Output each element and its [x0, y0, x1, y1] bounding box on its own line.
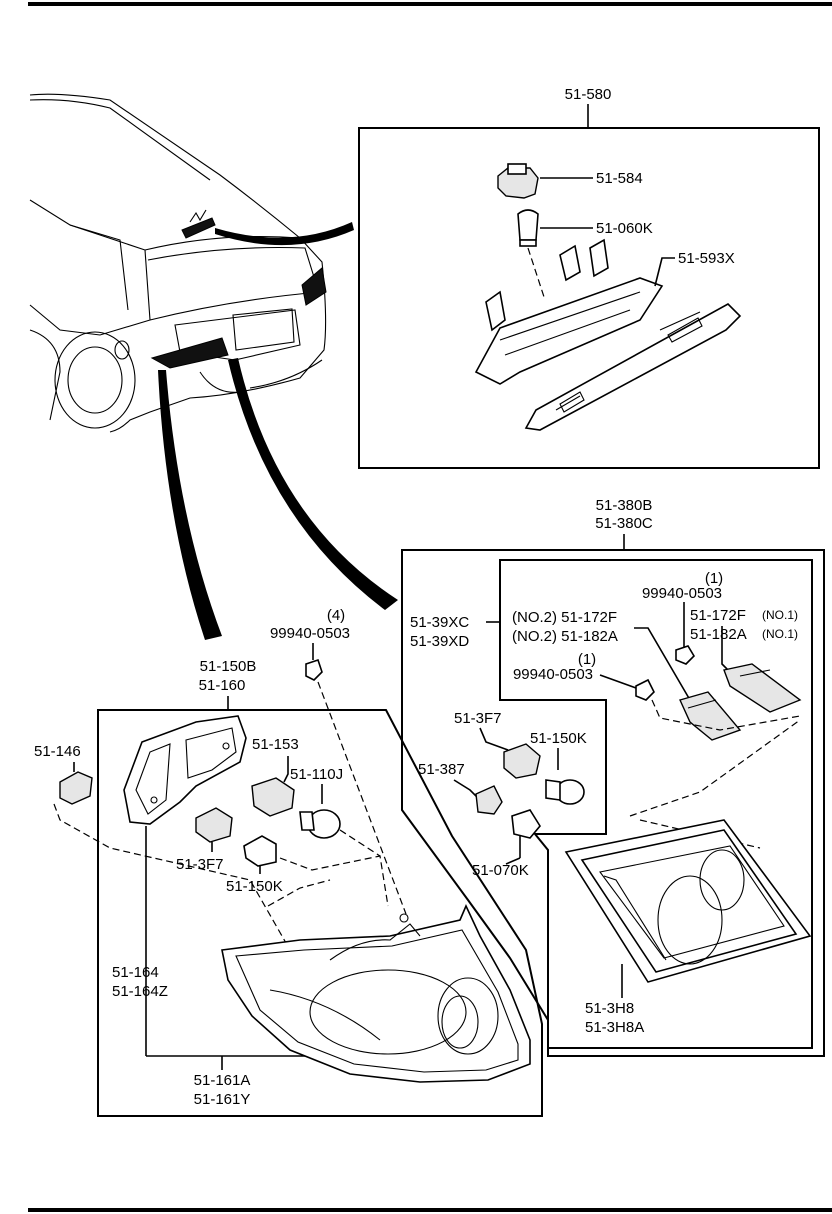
label-gasket-1: 51-150B [200, 658, 257, 675]
no2-bracket-part [679, 691, 742, 741]
label-no1-tag1: (NO.1) [762, 608, 798, 622]
mid-screw-part [635, 678, 655, 701]
label-no1-tag2: (NO.1) [762, 627, 798, 641]
car-illustration [29, 93, 327, 433]
label-no1-line2: 51-182A [690, 626, 747, 643]
pointer-brake-light [215, 222, 354, 246]
left-box: (4) 99940-0503 51-150B 51-160 51-146 51-… [34, 607, 543, 1117]
pointer-left-light [158, 370, 222, 640]
gasket-part [123, 715, 247, 825]
label-assy-2: 51-161Y [194, 1091, 251, 1108]
label-inner-box-1: 51-39XC [410, 614, 469, 631]
right-taillight-mark [301, 267, 327, 306]
label-brake-socket: 51-584 [596, 170, 643, 187]
top-box: 51-580 51-584 51-060K [358, 86, 820, 469]
label-right-socket2: 51-387 [418, 761, 465, 778]
left-socket-a-part [251, 777, 295, 817]
left-socket-b-part [195, 807, 233, 843]
top-box-title: 51-580 [565, 86, 612, 103]
right-box: 51-380B 51-380C 51-39XC 51-39XD (NO.2) 5… [401, 497, 825, 1057]
label-right-socket: 51-3F7 [454, 710, 502, 727]
label-no1-line1: 51-172F [690, 607, 746, 624]
right-socket-part [503, 743, 541, 779]
bottom-rule [28, 1208, 832, 1212]
label-right-bulb: 51-150K [530, 730, 587, 747]
label-mid-qty: (1) [578, 651, 596, 668]
brake-light-mark [181, 217, 216, 239]
label-no2-line1: (NO.2) 51-172F [512, 609, 617, 626]
label-mid-screw: 99940-0503 [513, 666, 593, 683]
label-brake-housing: 51-593X [678, 250, 735, 267]
left-lamp-housing-part [221, 904, 531, 1083]
label-gasket-2: 51-160 [199, 677, 246, 694]
label-left-socket-b: 51-3F7 [176, 856, 224, 873]
label-left-socket-a: 51-153 [252, 736, 299, 753]
right-bulb2-part [511, 809, 541, 839]
brake-bulb-part [517, 209, 539, 247]
right-box-title-1: 51-380B [596, 497, 653, 514]
brake-housing-part [474, 238, 742, 431]
label-assy-1: 51-161A [194, 1072, 251, 1089]
label-left-bulb-a: 51-110J [290, 766, 343, 783]
label-no1-qty: (1) [705, 570, 723, 587]
label-lens-1: 51-3H8 [585, 1000, 634, 1017]
label-no2-line2: (NO.2) 51-182A [512, 628, 618, 645]
label-brake-bulb: 51-060K [596, 220, 653, 237]
label-housing-2: 51-164Z [112, 983, 168, 1000]
label-right-bulb2: 51-070K [472, 862, 529, 879]
pointer-right-light [228, 358, 398, 610]
inner-lens-part [564, 819, 812, 983]
right-box-title-2: 51-380C [595, 515, 653, 532]
outside-socket-part [59, 771, 93, 805]
label-outside-socket: 51-146 [34, 743, 81, 760]
label-inner-box-2: 51-39XD [410, 633, 469, 650]
label-no1-screw: 99940-0503 [642, 585, 722, 602]
brake-socket-part [497, 163, 539, 199]
label-left-screw: 99940-0503 [270, 625, 350, 642]
label-housing-1: 51-164 [112, 964, 159, 981]
right-socket2-part [475, 785, 503, 815]
label-left-screw-qty: (4) [327, 607, 345, 624]
label-left-bulb-b: 51-150K [226, 878, 283, 895]
no1-screw-part [675, 645, 696, 665]
left-taillight-mark [150, 337, 229, 369]
top-rule [28, 2, 832, 6]
left-bulb-b-part [243, 835, 277, 867]
label-lens-2: 51-3H8A [585, 1019, 644, 1036]
no1-bracket-part [723, 663, 802, 713]
left-screw-part [305, 658, 323, 681]
